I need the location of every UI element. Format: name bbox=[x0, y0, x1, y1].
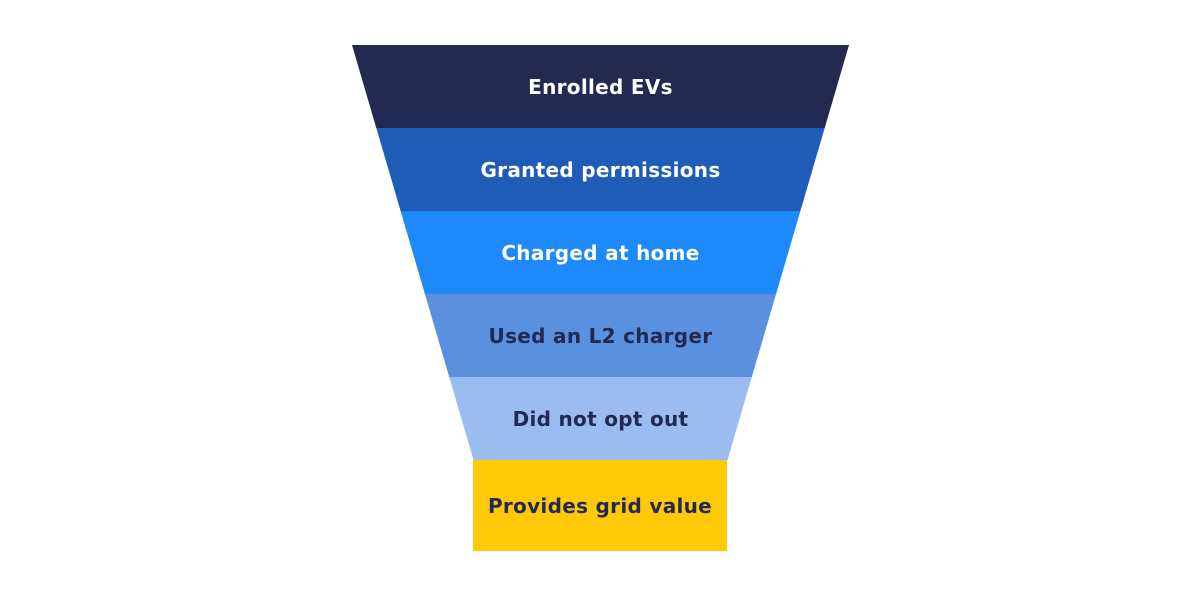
funnel-stage-charged-at-home: Charged at home bbox=[352, 211, 849, 294]
funnel-body: Enrolled EVs Granted permissions Charged… bbox=[352, 45, 849, 460]
funnel-stage-label: Used an L2 charger bbox=[488, 323, 713, 348]
funnel-stage-provides-grid-value: Provides grid value bbox=[473, 460, 727, 551]
funnel-stage-enrolled-evs: Enrolled EVs bbox=[352, 45, 849, 128]
funnel-stage-did-not-opt-out: Did not opt out bbox=[352, 377, 849, 460]
funnel-stage-label: Granted permissions bbox=[480, 157, 721, 182]
funnel-stage-granted-permissions: Granted permissions bbox=[352, 128, 849, 211]
funnel-stage-label: Charged at home bbox=[501, 240, 700, 265]
funnel-stage-label: Did not opt out bbox=[512, 406, 689, 431]
funnel-stage-label: Enrolled EVs bbox=[528, 74, 673, 99]
funnel-stage-label: Provides grid value bbox=[487, 493, 713, 518]
funnel-stage-used-l2-charger: Used an L2 charger bbox=[352, 294, 849, 377]
